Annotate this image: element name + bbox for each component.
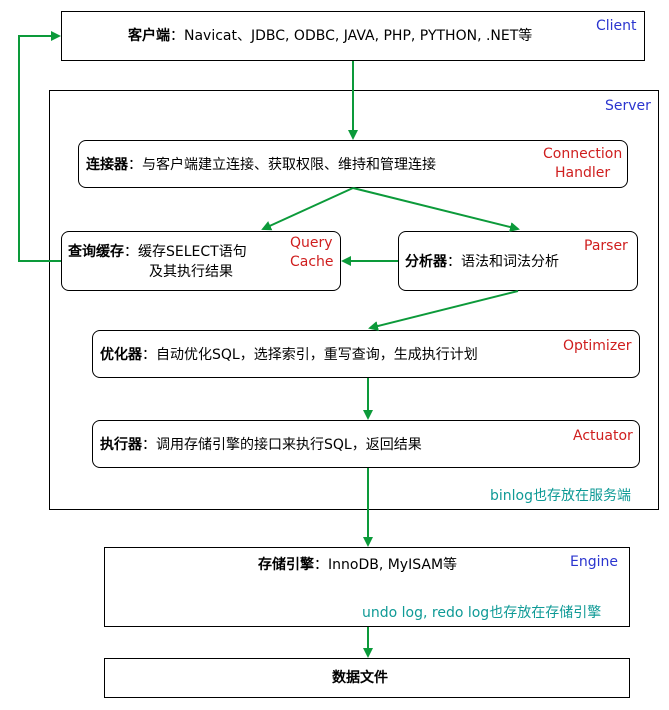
client-title: 客户端 [128,28,170,44]
query-cache-tag-line1: Query [290,235,333,251]
client-box [61,11,645,61]
executor-box [92,420,640,468]
optimizer-text: ：自动优化SQL，选择索引，重写查询，生成执行计划 [142,347,478,363]
connector-tag-line1: Connection [543,146,623,162]
query-cache-tag-line2: Cache [290,254,334,270]
executor-text: ：调用存储引擎的接口来执行SQL，返回结果 [142,437,422,453]
client-line: 客户端：Navicat、JDBC, ODBC, JAVA, PHP, PYTHO… [128,27,532,45]
server-binlog-note: binlog也存放在服务端 [490,488,631,504]
engine-tag: Engine [570,554,618,570]
connector-line: 连接器：与客户端建立连接、获取权限、维持和管理连接 [86,156,436,174]
parser-line: 分析器：语法和词法分析 [405,253,559,271]
connector-text: ：与客户端建立连接、获取权限、维持和管理连接 [128,157,436,173]
query-cache-title: 查询缓存 [68,244,124,260]
parser-text: ：语法和词法分析 [447,254,559,270]
optimizer-title: 优化器 [100,347,142,363]
server-tag: Server [605,98,651,114]
connector-title: 连接器 [86,157,128,173]
executor-title: 执行器 [100,437,142,453]
optimizer-line: 优化器：自动优化SQL，选择索引，重写查询，生成执行计划 [100,346,478,364]
datafile-title: 数据文件 [332,670,388,686]
connector-tag-line2: Handler [555,165,611,181]
executor-tag: Actuator [573,428,633,444]
engine-line: 存储引擎：InnoDB, MyISAM等 [258,556,457,574]
query-cache-box [61,231,341,291]
engine-title: 存储引擎 [258,557,314,573]
optimizer-box [92,330,640,378]
optimizer-tag: Optimizer [563,338,632,354]
engine-log-note: undo log, redo log也存放在存储引擎 [362,605,602,621]
client-text: ：Navicat、JDBC, ODBC, JAVA, PHP, PYTHON, … [170,28,533,44]
engine-box [104,547,630,627]
parser-tag: Parser [584,238,628,254]
client-tag: Client [596,18,637,34]
parser-title: 分析器 [405,254,447,270]
datafile-box [104,658,630,698]
engine-text: ：InnoDB, MyISAM等 [314,557,458,573]
executor-line: 执行器：调用存储引擎的接口来执行SQL，返回结果 [100,436,422,454]
query-cache-text-line2: 及其执行结果 [149,264,233,280]
query-cache-line1: 查询缓存：缓存SELECT语句 [68,243,247,261]
query-cache-text-line1: ：缓存SELECT语句 [124,244,247,260]
